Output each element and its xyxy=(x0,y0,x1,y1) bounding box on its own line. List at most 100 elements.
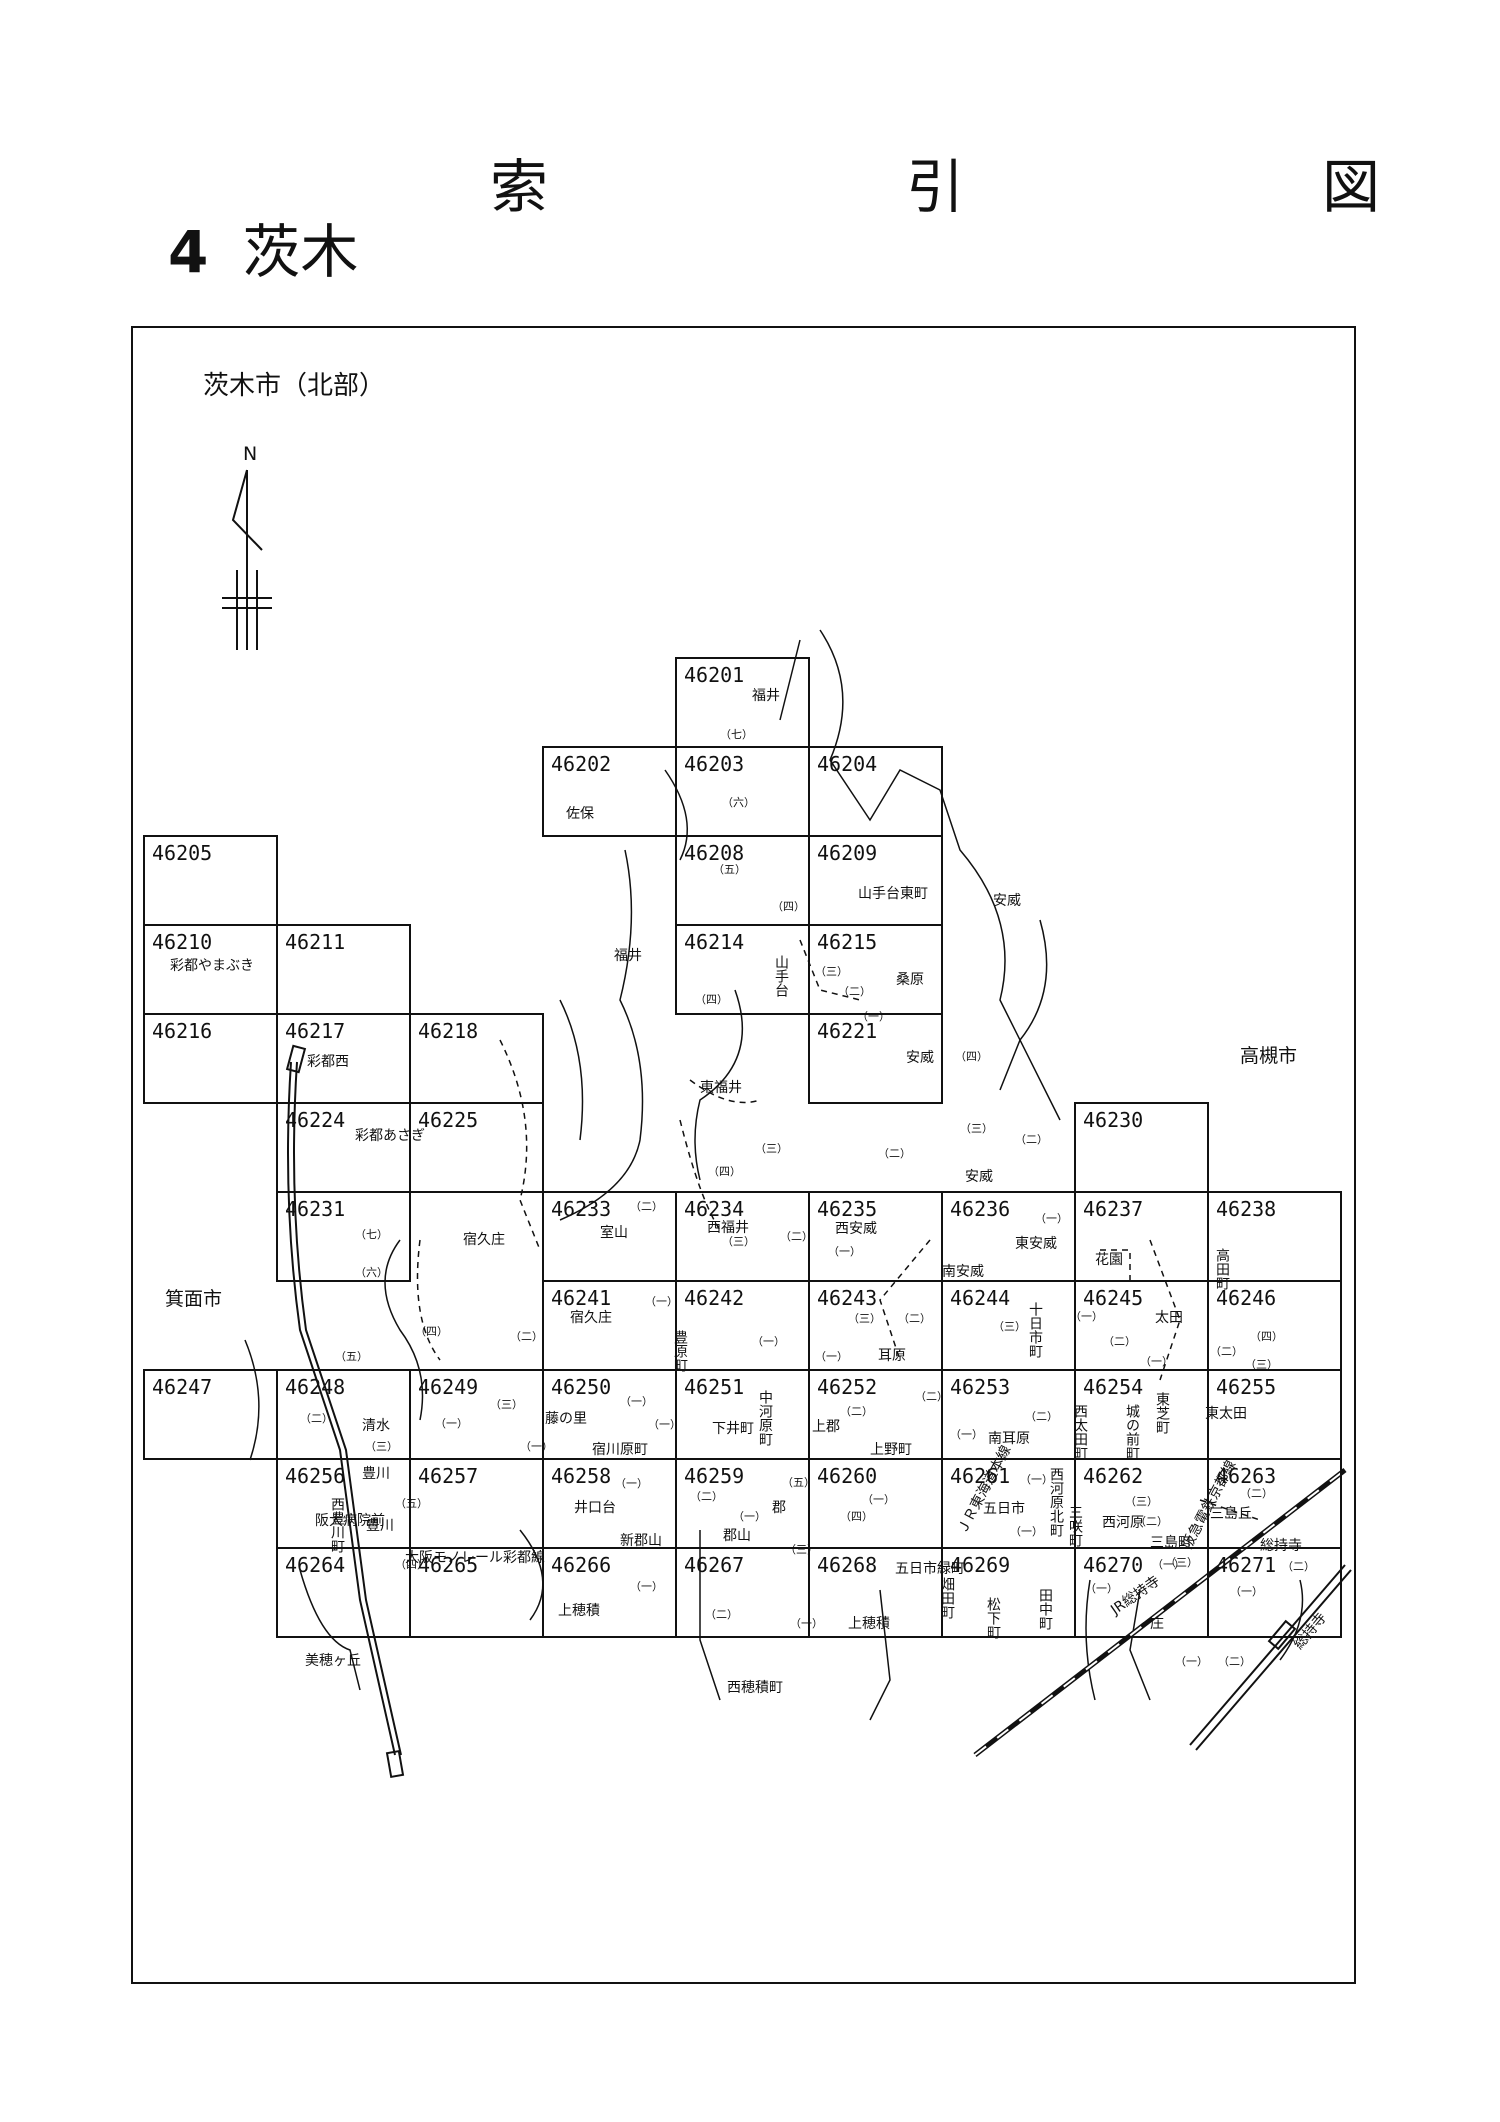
grid-cell-label[interactable]: 46247 xyxy=(152,1375,212,1399)
grid-cell-label[interactable]: 46257 xyxy=(418,1464,478,1488)
place-label-itsukaichi: 五日市 xyxy=(983,1500,1025,1517)
grid-cell-label[interactable]: 46230 xyxy=(1083,1108,1143,1132)
grid-cell-label[interactable]: 46270 xyxy=(1083,1553,1143,1577)
grid-cell[interactable] xyxy=(276,1191,411,1282)
grid-cell-label[interactable]: 46241 xyxy=(551,1286,611,1310)
grid-cell-label[interactable]: 46242 xyxy=(684,1286,744,1310)
grid-cell-label[interactable]: 46216 xyxy=(152,1019,212,1043)
subdivision-mark: （二） xyxy=(780,1230,813,1243)
place-label-mimihara: 耳原 xyxy=(878,1348,906,1364)
subdivision-mark: （二） xyxy=(915,1390,948,1403)
grid-cell-label[interactable]: 46252 xyxy=(817,1375,877,1399)
grid-cell-label[interactable]: 46246 xyxy=(1216,1286,1276,1310)
place-label-kamikori: 上郡 xyxy=(812,1419,840,1435)
subdivision-mark: （二） xyxy=(878,1147,911,1160)
grid-cell[interactable] xyxy=(808,1013,943,1104)
place-labels: 福井佐保福井山手台東町安威彩都やまぶき山手台桑原彩都西安威東福井安威彩都あさぎ宿… xyxy=(170,688,1302,1696)
grid-cell-label[interactable]: 46256 xyxy=(285,1464,345,1488)
grid-cell-label[interactable]: 46264 xyxy=(285,1553,345,1577)
grid-cell-label[interactable]: 46244 xyxy=(950,1286,1010,1310)
subdivision-mark: （四） xyxy=(840,1510,873,1523)
grid-cell-label[interactable]: 46218 xyxy=(418,1019,478,1043)
subdivision-mark: （二） xyxy=(1015,1133,1048,1146)
place-label-toyohara: 豊原町 xyxy=(672,1330,688,1372)
grid-cell-label[interactable]: 46201 xyxy=(684,663,744,687)
grid-cell[interactable] xyxy=(409,1102,544,1193)
grid-cell-label[interactable]: 46268 xyxy=(817,1553,877,1577)
grid-cell-label[interactable]: 46253 xyxy=(950,1375,1010,1399)
place-label-fujinosato: 藤の里 xyxy=(545,1411,587,1427)
subdivision-mark: （六） xyxy=(722,796,755,809)
subdivision-mark: （三） xyxy=(1125,1495,1158,1508)
grid-cell-label[interactable]: 46234 xyxy=(684,1197,744,1221)
grid-cell-label[interactable]: 46236 xyxy=(950,1197,1010,1221)
grid-cell-label[interactable]: 46248 xyxy=(285,1375,345,1399)
grid-cell-label[interactable]: 46224 xyxy=(285,1108,345,1132)
grid-cell-label[interactable]: 46243 xyxy=(817,1286,877,1310)
grid-cell-label[interactable]: 46265 xyxy=(418,1553,478,1577)
place-label-sojiji-area: 総持寺 xyxy=(1260,1538,1302,1554)
place-label-koriyama: 郡山 xyxy=(723,1528,751,1544)
grid-cell-label[interactable]: 46266 xyxy=(551,1553,611,1577)
grid-cell-label[interactable]: 46233 xyxy=(551,1197,611,1221)
grid-cell-label[interactable]: 46254 xyxy=(1083,1375,1143,1399)
grid-cell-label[interactable]: 46217 xyxy=(285,1019,345,1043)
grid-cell-label[interactable]: 46214 xyxy=(684,930,744,954)
grid-cell-label[interactable]: 46255 xyxy=(1216,1375,1276,1399)
grid-cell-label[interactable]: 46245 xyxy=(1083,1286,1143,1310)
rail-monorail-label: 大阪モノレール彩都線 xyxy=(405,1550,545,1566)
grid-cell-label[interactable]: 46271 xyxy=(1216,1553,1276,1577)
subdivision-mark: （三） xyxy=(1245,1358,1278,1371)
place-label-fukui-a: 福井 xyxy=(752,688,780,704)
subdivision-mark: （三） xyxy=(785,1543,818,1556)
place-label-shin-koriyama: 新郡山 xyxy=(620,1533,662,1549)
grid-cell-label[interactable]: 46261 xyxy=(950,1464,1010,1488)
place-label-kaen: 花園 xyxy=(1095,1252,1123,1268)
grid-cell-label[interactable]: 46259 xyxy=(684,1464,744,1488)
grid-cell-label[interactable]: 46225 xyxy=(418,1108,478,1132)
grid-cell-label[interactable]: 46205 xyxy=(152,841,212,865)
subdivision-mark: （一） xyxy=(630,1580,663,1593)
grid-cell-label[interactable]: 46267 xyxy=(684,1553,744,1577)
place-label-nishi-hozumi: 西穂積町 xyxy=(727,1680,783,1696)
subdivision-mark: （二） xyxy=(898,1312,931,1325)
grid-cell-label[interactable]: 46211 xyxy=(285,930,345,954)
grid-cell-label[interactable]: 46221 xyxy=(817,1019,877,1043)
subdivision-mark: （二） xyxy=(1135,1515,1168,1528)
subdivision-mark: （四） xyxy=(1250,1330,1283,1343)
grid-cell-label[interactable]: 46203 xyxy=(684,752,744,776)
rail-jr-label: ＪＲ東海道本線 xyxy=(954,1443,1014,1537)
grid-cell-label[interactable]: 46210 xyxy=(152,930,212,954)
subdivision-mark: （一） xyxy=(752,1335,785,1348)
subdivision-mark: （二） xyxy=(690,1490,723,1503)
section-number: 4 xyxy=(168,218,209,286)
grid-cell-label[interactable]: 46204 xyxy=(817,752,877,776)
place-label-higashi-shiba: 東芝町 xyxy=(1154,1392,1170,1434)
grid-cell-label[interactable]: 46260 xyxy=(817,1464,877,1488)
grid-cell-label[interactable]: 46249 xyxy=(418,1375,478,1399)
subdivision-mark: （一） xyxy=(1175,1655,1208,1668)
grid-cell-label[interactable]: 46237 xyxy=(1083,1197,1143,1221)
subdivision-mark: （三） xyxy=(490,1398,523,1411)
grid-cell-label[interactable]: 46238 xyxy=(1216,1197,1276,1221)
grid-cell-label[interactable]: 46209 xyxy=(817,841,877,865)
grid-cell-label[interactable]: 46231 xyxy=(285,1197,345,1221)
place-label-kori: 郡 xyxy=(772,1500,786,1516)
grid-cell[interactable] xyxy=(1207,1547,1342,1638)
subdivision-mark: （一） xyxy=(828,1245,861,1258)
place-label-mishima-oka: 三島丘 xyxy=(1210,1506,1252,1522)
grid-cell-label[interactable]: 46251 xyxy=(684,1375,744,1399)
grid-cell-label[interactable]: 46250 xyxy=(551,1375,611,1399)
grid-cell-label[interactable]: 46269 xyxy=(950,1553,1010,1577)
place-label-iguchidai: 井口台 xyxy=(574,1500,616,1516)
grid-cell-label[interactable]: 46262 xyxy=(1083,1464,1143,1488)
grid-cell-label[interactable]: 46235 xyxy=(817,1197,877,1221)
grid-cell-label[interactable]: 46263 xyxy=(1216,1464,1276,1488)
grid-cell-label[interactable]: 46215 xyxy=(817,930,877,954)
grid-cell-label[interactable]: 46202 xyxy=(551,752,611,776)
place-label-saito-nishi: 彩都西 xyxy=(307,1054,349,1070)
grid-cell-label[interactable]: 46258 xyxy=(551,1464,611,1488)
hankyu-line xyxy=(1189,1564,1352,1751)
grid-cell-label[interactable]: 46208 xyxy=(684,841,744,865)
